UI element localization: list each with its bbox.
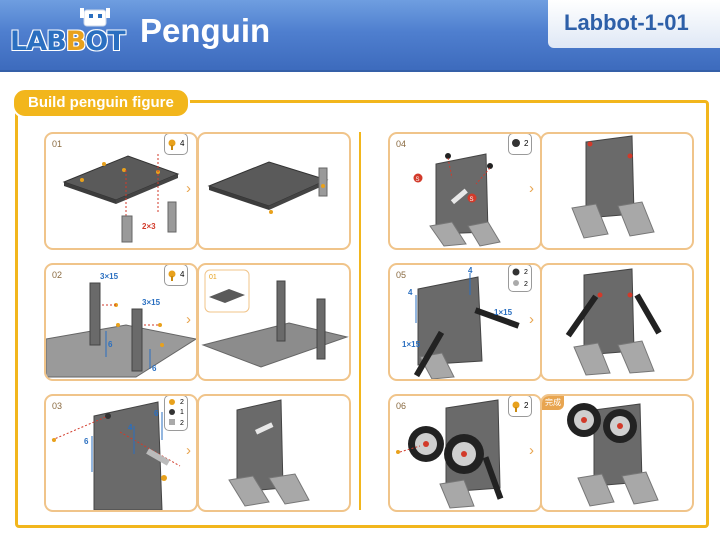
svg-text:S: S bbox=[416, 177, 420, 183]
svg-text:2: 2 bbox=[524, 269, 528, 276]
section-title: Build penguin figure bbox=[12, 88, 190, 118]
svg-text:S: S bbox=[470, 197, 474, 203]
step-04-diagram: S S bbox=[413, 153, 501, 247]
parts-badge: 2 bbox=[508, 396, 532, 417]
header-bar: LABBOT Penguin Labbot-1-01 bbox=[0, 0, 720, 72]
step-02-panel: 02 4 3×15 3×15 6 6 bbox=[44, 263, 198, 381]
svg-text:4: 4 bbox=[408, 288, 413, 297]
next-arrow-icon: › bbox=[529, 311, 534, 328]
step-04-result-panel bbox=[540, 132, 694, 250]
svg-text:6: 6 bbox=[154, 409, 159, 418]
instruction-frame bbox=[15, 100, 709, 528]
svg-text:2: 2 bbox=[524, 401, 529, 410]
model-code: Labbot-1-01 bbox=[564, 10, 689, 35]
svg-text:2: 2 bbox=[180, 420, 184, 427]
svg-text:6: 6 bbox=[152, 364, 157, 373]
step-number: 04 bbox=[396, 139, 407, 149]
logo-text: LABBOT bbox=[10, 26, 126, 57]
svg-text:3×15: 3×15 bbox=[100, 272, 119, 281]
step-number: 06 bbox=[396, 401, 407, 411]
next-arrow-icon: › bbox=[186, 311, 191, 328]
svg-text:6: 6 bbox=[108, 340, 113, 349]
step-06-diagram bbox=[396, 399, 504, 509]
step-number: 05 bbox=[396, 270, 407, 280]
labbot-logo: LABBOT bbox=[6, 4, 126, 66]
step-03-panel: 03 2 1 2 6 4 6 bbox=[44, 394, 198, 512]
step-03-diagram: 6 4 6 bbox=[51, 401, 181, 510]
svg-text:6: 6 bbox=[84, 437, 89, 446]
step-01-panel: 01 4 2×3 bbox=[44, 132, 198, 250]
step-01-result-diagram bbox=[207, 161, 329, 214]
callout-2x3: 2×3 bbox=[142, 222, 156, 231]
parts-badge: 4 bbox=[164, 265, 188, 286]
step-number: 01 bbox=[52, 139, 63, 149]
svg-text:1×15: 1×15 bbox=[494, 308, 513, 317]
column-divider bbox=[359, 132, 361, 510]
next-arrow-icon: › bbox=[186, 442, 191, 459]
step-number: 03 bbox=[52, 401, 63, 411]
svg-text:4: 4 bbox=[180, 139, 185, 148]
svg-text:1: 1 bbox=[180, 409, 184, 416]
svg-text:1×15: 1×15 bbox=[402, 340, 421, 349]
done-label: 完成 bbox=[542, 396, 564, 410]
robot-logo-icon bbox=[80, 8, 110, 27]
step-02-result-panel: 01 bbox=[197, 263, 351, 381]
step-01-diagram: 2×3 bbox=[62, 154, 180, 243]
svg-text:4: 4 bbox=[468, 266, 473, 275]
parts-badge: 2 1 2 bbox=[164, 396, 188, 431]
step-04-panel: 04 2 S S bbox=[388, 132, 542, 250]
step-02-result-diagram: 01 bbox=[201, 269, 349, 368]
next-arrow-icon: › bbox=[186, 180, 191, 197]
step-06-result-diagram bbox=[567, 403, 659, 507]
next-arrow-icon: › bbox=[529, 442, 534, 459]
svg-text:2: 2 bbox=[524, 281, 528, 288]
step-03-result-diagram bbox=[228, 399, 310, 507]
svg-text:2: 2 bbox=[524, 139, 529, 148]
svg-text:4: 4 bbox=[128, 423, 133, 432]
next-arrow-icon: › bbox=[529, 180, 534, 197]
parts-badge: 2 bbox=[508, 134, 532, 155]
parts-badge: 4 bbox=[164, 134, 188, 155]
svg-text:2: 2 bbox=[180, 399, 184, 406]
step-05-diagram: 4 4 1×15 1×15 bbox=[402, 266, 520, 379]
step-02-diagram: 3×15 3×15 6 6 bbox=[46, 272, 196, 378]
step-06-result-panel: 完成 bbox=[540, 394, 694, 512]
step-06-panel: 06 2 bbox=[388, 394, 542, 512]
svg-text:01: 01 bbox=[209, 274, 217, 281]
page-title: Penguin bbox=[140, 12, 271, 49]
svg-text:4: 4 bbox=[180, 270, 185, 279]
svg-text:3×15: 3×15 bbox=[142, 298, 161, 307]
model-code-box: Labbot-1-01 bbox=[548, 0, 720, 48]
step-03-result-panel bbox=[197, 394, 351, 512]
step-number: 02 bbox=[52, 270, 63, 280]
step-01-result-panel bbox=[197, 132, 351, 250]
step-05-result-panel bbox=[540, 263, 694, 381]
step-05-result-diagram bbox=[565, 268, 662, 376]
step-04-result-diagram bbox=[571, 135, 655, 239]
